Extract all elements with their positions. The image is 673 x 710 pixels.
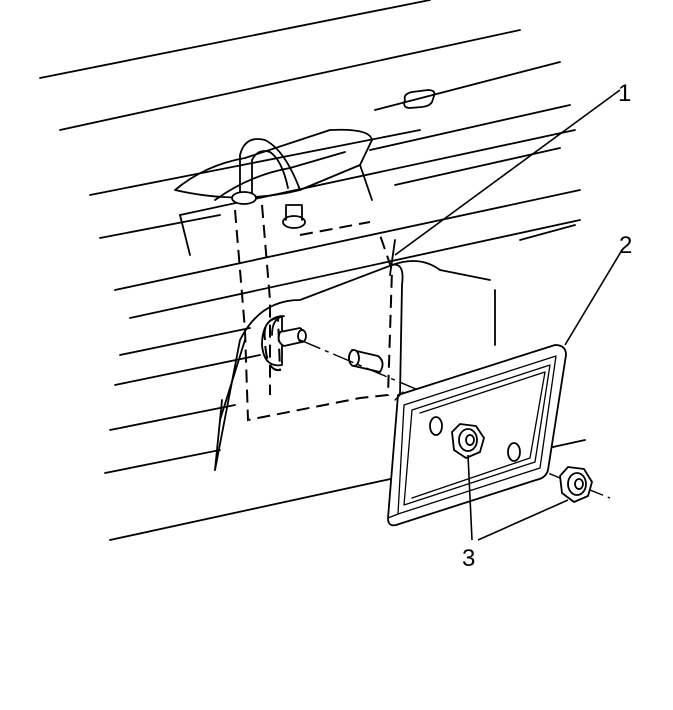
tow-hook (174, 128, 373, 229)
leader-1 (394, 89, 621, 256)
frame-slot (403, 89, 436, 109)
flange-nut-1 (451, 423, 485, 459)
callout-1: 1 (618, 80, 631, 107)
studs (277, 327, 384, 373)
leader-3a (467, 454, 473, 541)
callout-3: 3 (462, 545, 475, 572)
leader-3b (477, 499, 569, 541)
leader-2 (564, 249, 623, 346)
callout-2: 2 (619, 232, 632, 259)
mounting-bracket (214, 260, 441, 471)
flange-nut-2 (559, 466, 593, 503)
hidden-mount-outline-top (299, 221, 371, 236)
hidden-mount-outline-inner (261, 204, 271, 395)
